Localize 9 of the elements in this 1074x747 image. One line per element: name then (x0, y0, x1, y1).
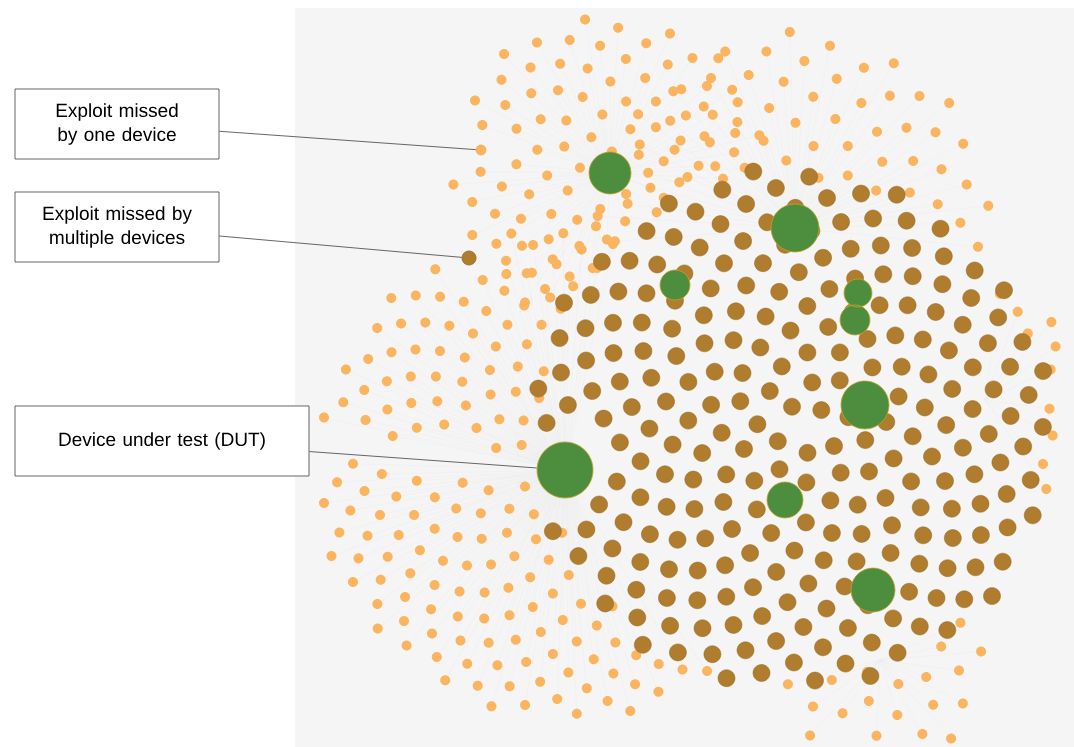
leader-line (219, 235, 463, 258)
graph-node (536, 441, 594, 499)
callout-box: Device under test (DUT) (14, 405, 310, 477)
callout-box: Exploit missed by one device (14, 88, 220, 160)
leader-line (219, 130, 476, 150)
leader-line (309, 451, 538, 469)
graph-node (461, 250, 477, 266)
graph-node (475, 144, 487, 156)
callout-box: Exploit missed by multiple devices (14, 191, 220, 263)
